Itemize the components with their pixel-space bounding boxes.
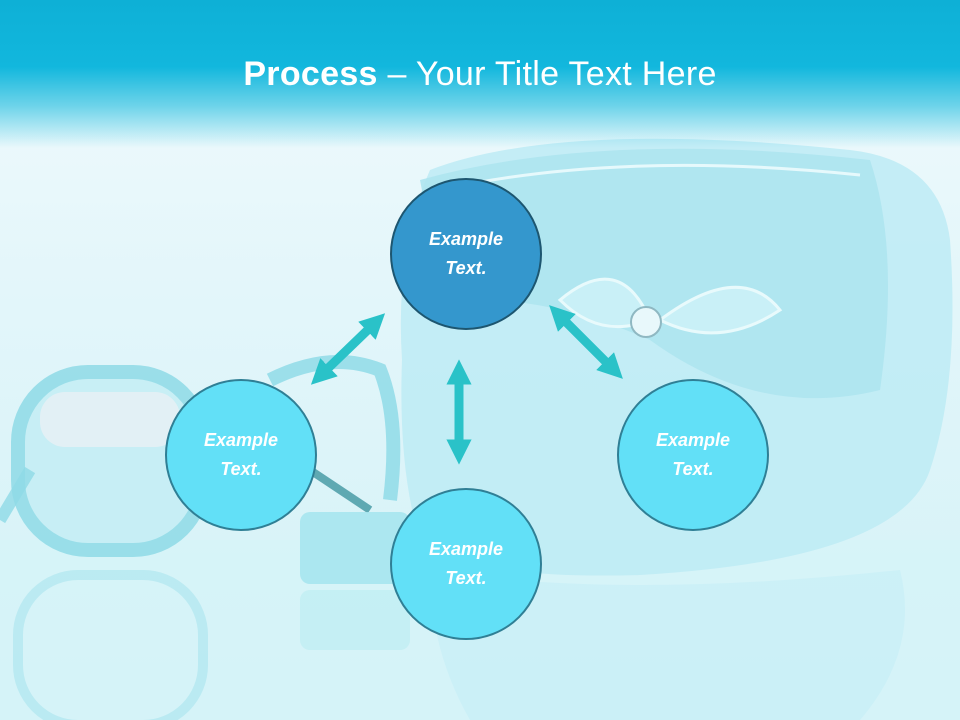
handbag-bow-right bbox=[657, 285, 783, 335]
sunglasses-arm-right bbox=[307, 466, 373, 514]
title-bar bbox=[0, 0, 960, 148]
arrow-top-left bbox=[310, 313, 386, 385]
arrow-top-right bbox=[549, 305, 623, 379]
handbag-button bbox=[630, 306, 662, 338]
handbag-stitch bbox=[439, 163, 861, 192]
title-rest: – Your Title Text Here bbox=[377, 55, 717, 93]
bracelet-reflection bbox=[300, 590, 410, 650]
node-top-label: Example Text. bbox=[428, 229, 504, 278]
bracelet bbox=[300, 512, 410, 584]
node-bottom-label: Example Text. bbox=[428, 539, 504, 588]
title-bold: Process bbox=[243, 55, 378, 93]
node-right-label: Example Text. bbox=[655, 430, 731, 479]
node-top: Example Text. bbox=[390, 178, 542, 330]
sunglasses-arm bbox=[0, 466, 36, 524]
sunglasses-lens-left-tint bbox=[40, 392, 180, 447]
handbag-reflection bbox=[430, 570, 905, 720]
handbag-flap bbox=[420, 148, 888, 399]
node-left: Example Text. bbox=[165, 379, 317, 531]
node-left-label: Example Text. bbox=[203, 430, 279, 479]
node-bottom: Example Text. bbox=[390, 488, 542, 640]
sunglasses-reflection bbox=[13, 570, 208, 720]
node-right: Example Text. bbox=[617, 379, 769, 531]
page-title: Process – Your Title Text Here bbox=[0, 52, 960, 96]
